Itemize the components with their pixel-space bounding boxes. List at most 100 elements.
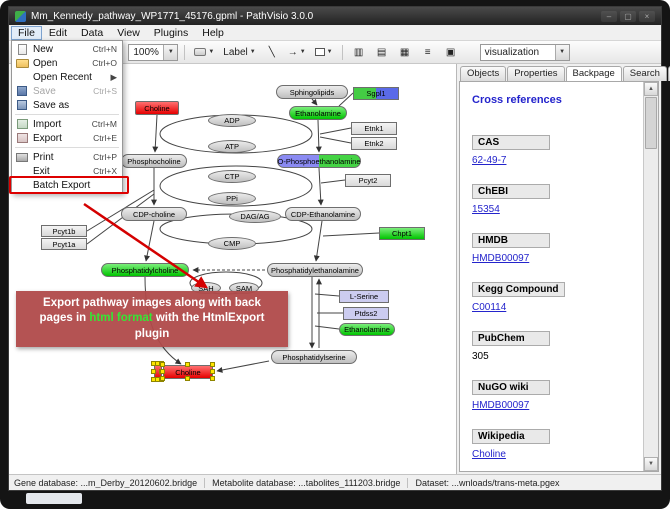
toolbar: Zoom: 100% ▼ ▼ Label▼ ╲ →▼ ▼ ▥ ▤ ▦ ≡ ▣ v… bbox=[9, 41, 661, 64]
pathway-node-phosphatidylcholine[interactable]: Phosphatidylcholine bbox=[101, 263, 189, 277]
tab-backpage[interactable]: Backpage bbox=[565, 66, 622, 81]
selection-handle[interactable] bbox=[160, 369, 165, 374]
selection-handle[interactable] bbox=[210, 369, 215, 374]
menu-help[interactable]: Help bbox=[202, 26, 224, 39]
menu-item-label: New bbox=[33, 43, 54, 55]
pathway-node-cdp-ethanolamine[interactable]: CDP-Ethanolamine bbox=[285, 207, 361, 221]
label-tool-button[interactable]: Label▼ bbox=[220, 43, 258, 61]
titlebar: Mm_Kennedy_pathway_WP1771_45176.gpml - P… bbox=[9, 7, 661, 25]
taskbar-fragment bbox=[26, 493, 82, 504]
visualization-dropdown-arrow-icon[interactable]: ▼ bbox=[554, 44, 569, 60]
save-icon bbox=[14, 86, 30, 96]
close-button[interactable]: × bbox=[639, 10, 655, 22]
pathway-node-pcyt1a[interactable]: Pcyt1a bbox=[41, 238, 87, 250]
selection-handle[interactable] bbox=[160, 362, 165, 367]
pathway-node-o-phosphoethanolamine[interactable]: O-Phosphoethanolamine bbox=[277, 154, 361, 168]
selection-handle[interactable] bbox=[185, 376, 190, 381]
pathway-node-cmp[interactable]: CMP bbox=[208, 237, 256, 250]
connector-tool-button[interactable]: →▼ bbox=[287, 46, 306, 58]
pathway-node-ctp[interactable]: CTP bbox=[208, 170, 256, 183]
menu-edit[interactable]: Edit bbox=[48, 26, 68, 39]
crossref-link[interactable]: C00114 bbox=[472, 302, 507, 313]
crossref-link[interactable]: 62-49-7 bbox=[472, 155, 507, 166]
pathway-node-ptdss2[interactable]: Ptdss2 bbox=[343, 307, 389, 320]
menu-file[interactable]: File bbox=[11, 25, 42, 40]
minimize-button[interactable]: – bbox=[601, 10, 617, 22]
tab-search[interactable]: Search bbox=[622, 66, 667, 81]
scroll-up-icon[interactable]: ▲ bbox=[644, 82, 658, 96]
crossref-header-nugo-wiki: NuGO wiki bbox=[472, 380, 550, 395]
pathway-node-phosphocholine[interactable]: Phosphocholine bbox=[121, 154, 187, 168]
pathway-node-atp[interactable]: ATP bbox=[208, 140, 256, 153]
pathway-node-choline[interactable]: Choline bbox=[135, 101, 179, 115]
selection-handle[interactable] bbox=[210, 362, 215, 367]
crossref-link[interactable]: Choline bbox=[472, 449, 506, 460]
maximize-button[interactable]: ▢ bbox=[620, 10, 636, 22]
pathway-node-ppi[interactable]: PPi bbox=[208, 192, 256, 205]
open-icon bbox=[15, 58, 29, 68]
shape-tool-button[interactable]: ▼ bbox=[312, 43, 336, 61]
menu-plugins[interactable]: Plugins bbox=[153, 26, 189, 39]
stack-vertical-button[interactable]: ≡ bbox=[424, 46, 431, 58]
pathway-node-etnk2[interactable]: Etnk2 bbox=[351, 137, 397, 150]
crossref-link[interactable]: 15354 bbox=[472, 204, 500, 215]
scroll-down-icon[interactable]: ▼ bbox=[644, 457, 658, 471]
crossref-link[interactable]: HMDB00097 bbox=[472, 400, 530, 411]
crossref-link[interactable]: HMDB00097 bbox=[472, 253, 530, 264]
pathway-node-ethanolamine[interactable]: Ethanolamine bbox=[289, 106, 347, 120]
menu-shortcut: Ctrl+E bbox=[93, 133, 117, 143]
tab-legend[interactable]: Legend bbox=[667, 66, 670, 81]
selection-handle[interactable] bbox=[151, 369, 156, 374]
shape-icon bbox=[314, 48, 325, 56]
export-icon bbox=[16, 133, 28, 143]
saveas-icon bbox=[14, 100, 30, 110]
pathway-node-chpt1[interactable]: Chpt1 bbox=[379, 227, 425, 240]
stack-horizontal-button[interactable]: ▣ bbox=[445, 46, 456, 58]
pathway-node-phosphatidylethanolamine[interactable]: Phosphatidylethanolamine bbox=[267, 263, 363, 277]
label-tool-text: Label bbox=[223, 46, 248, 58]
menu-item-label: Save as bbox=[33, 99, 70, 111]
pathway-node-ethanolamine[interactable]: Ethanolamine bbox=[339, 323, 395, 336]
line-tool-button[interactable]: ╲ bbox=[268, 46, 275, 58]
pathway-node-pcyt2[interactable]: Pcyt2 bbox=[345, 174, 391, 187]
zoom-dropdown-arrow-icon[interactable]: ▼ bbox=[163, 44, 178, 60]
pathway-node-sgpl1[interactable]: Sgpl1 bbox=[353, 87, 399, 100]
menu-item-label: Open bbox=[33, 57, 58, 69]
align-left-button[interactable]: ▥ bbox=[353, 46, 364, 58]
backpage-scrollbar[interactable]: ▲ ▼ bbox=[643, 82, 658, 471]
tab-objects[interactable]: Objects bbox=[460, 66, 507, 81]
selection-handle[interactable] bbox=[185, 362, 190, 367]
menu-data[interactable]: Data bbox=[81, 26, 104, 39]
scrollbar-thumb[interactable] bbox=[645, 97, 657, 149]
pathway-node-pcyt1b[interactable]: Pcyt1b bbox=[41, 225, 87, 237]
align-center-button[interactable]: ▤ bbox=[376, 46, 387, 58]
pathway-node-sphingolipids[interactable]: Sphingolipids bbox=[276, 85, 348, 99]
crossref-header-hmdb: HMDB bbox=[472, 233, 550, 248]
visualization-combobox[interactable]: visualization ▼ bbox=[479, 43, 570, 61]
distribute-button[interactable]: ▦ bbox=[399, 46, 410, 58]
selection-handle[interactable] bbox=[160, 376, 165, 381]
zoom-combobox[interactable]: 100% ▼ bbox=[128, 43, 179, 61]
pathway-node-adp[interactable]: ADP bbox=[208, 114, 256, 127]
pathway-node-phosphatidylserine[interactable]: Phosphatidylserine bbox=[271, 350, 357, 364]
pathway-node-cdp-choline[interactable]: CDP-choline bbox=[121, 207, 187, 221]
datanode-tool-button[interactable]: ▼ bbox=[191, 43, 217, 61]
file-menu-item-batch-export[interactable]: Batch Export bbox=[9, 176, 129, 194]
selection-handle[interactable] bbox=[210, 376, 215, 381]
pathway-node-dag-ag[interactable]: DAG/AG bbox=[229, 210, 281, 223]
menu-view[interactable]: View bbox=[117, 26, 140, 39]
file-menu-item-open-recent[interactable]: Open Recent▶ bbox=[12, 70, 122, 84]
pathway-node-l-serine[interactable]: L-Serine bbox=[339, 290, 389, 303]
tab-properties[interactable]: Properties bbox=[507, 66, 565, 81]
annotation-prefix: Export pathway images along with back pa… bbox=[39, 297, 261, 325]
file-menu-item-save-as[interactable]: Save as bbox=[12, 98, 122, 112]
pathway-node-etnk1[interactable]: Etnk1 bbox=[351, 122, 397, 135]
